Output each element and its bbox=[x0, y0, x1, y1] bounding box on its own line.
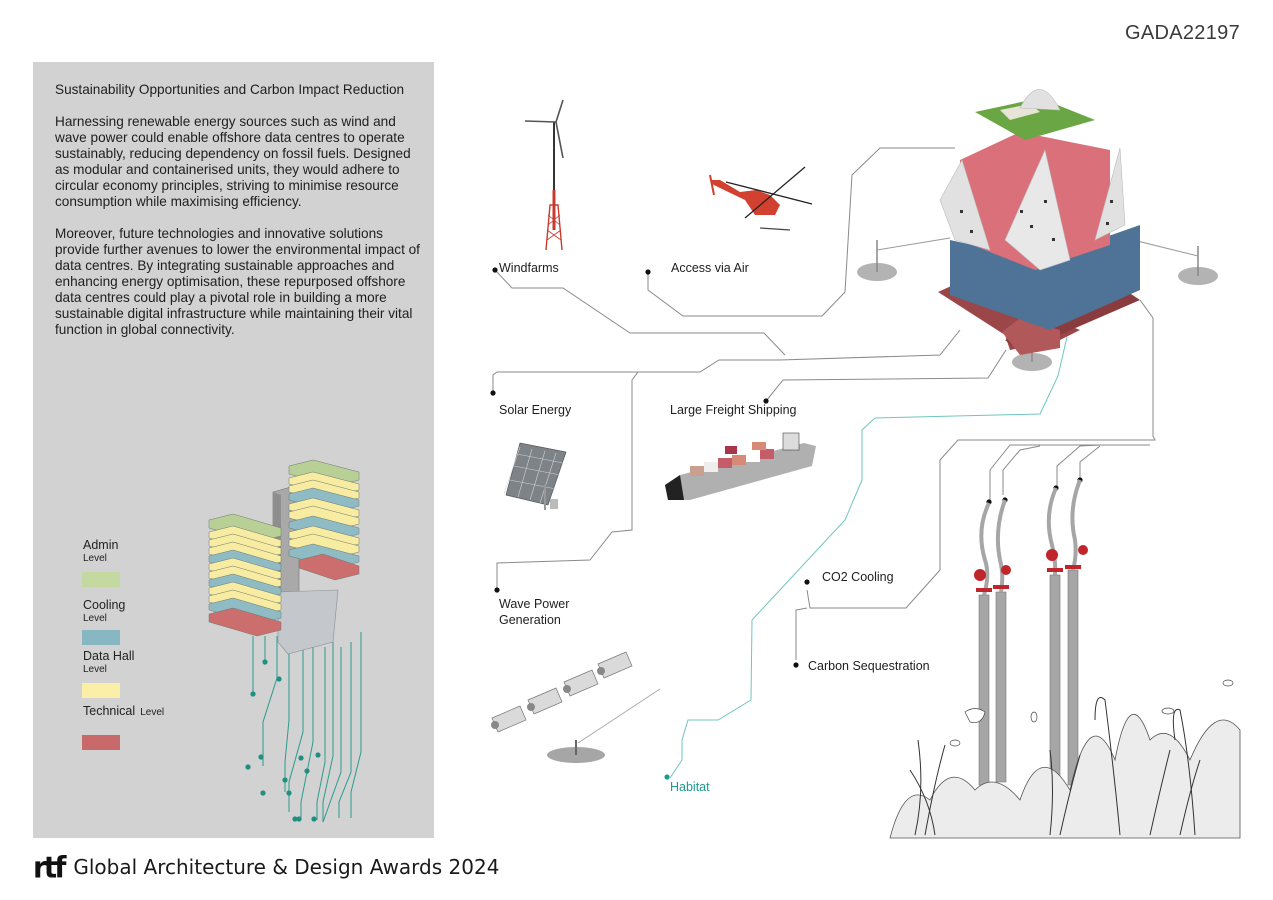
cable-node bbox=[315, 752, 321, 758]
cable-node bbox=[276, 676, 282, 682]
connector-co2 bbox=[806, 299, 1156, 609]
legend-label: Cooling bbox=[83, 598, 126, 612]
cable-node bbox=[260, 790, 266, 796]
connector-solar bbox=[492, 329, 961, 393]
base-machinery bbox=[277, 589, 339, 655]
wave-generator-icon bbox=[491, 651, 661, 763]
legend-label: Technical bbox=[83, 704, 136, 718]
connector-pipe1 bbox=[989, 444, 1150, 502]
connector-wave bbox=[496, 371, 639, 590]
cable-node bbox=[245, 764, 251, 770]
cable-node bbox=[250, 691, 256, 697]
connector-windfarms bbox=[494, 269, 786, 356]
panel-text: Sustainability Opportunities and Carbon … bbox=[55, 82, 425, 354]
cable-nodes bbox=[245, 659, 321, 822]
connector-habitat bbox=[669, 336, 1068, 779]
legend-sublabel: Level bbox=[83, 664, 107, 675]
project-code: GADA22197 bbox=[1125, 22, 1240, 44]
cable-lines bbox=[252, 632, 362, 823]
dot-air bbox=[645, 269, 651, 275]
wind-turbine-icon bbox=[524, 99, 564, 251]
callout-windfarms: Windfarms bbox=[499, 261, 559, 275]
legend-swatch-technical bbox=[82, 735, 120, 750]
legend-sublabel: Level bbox=[83, 613, 107, 624]
freight-ship-icon bbox=[665, 432, 816, 500]
legend-sublabel: Level bbox=[140, 707, 165, 718]
dot-freight bbox=[763, 398, 769, 404]
left-module-stack bbox=[208, 513, 282, 637]
callout-freight: Large Freight Shipping bbox=[670, 403, 797, 417]
legend-swatch-cooling bbox=[82, 630, 120, 645]
dot-co2 bbox=[804, 579, 810, 585]
legend-admin: Admin Level bbox=[83, 538, 118, 566]
panel-paragraph-2: Moreover, future technologies and innova… bbox=[55, 226, 420, 337]
connector-freight bbox=[765, 349, 1007, 402]
connector-carbon bbox=[795, 607, 808, 660]
dot-wave bbox=[494, 587, 500, 593]
legend-cooling: Cooling Level bbox=[83, 598, 125, 626]
right-module-stack bbox=[288, 459, 360, 581]
modules-diagram bbox=[208, 459, 362, 823]
dot-solar bbox=[490, 390, 496, 396]
callout-access-air: Access via Air bbox=[671, 261, 749, 275]
dot-windfarms bbox=[492, 267, 498, 273]
cable-node bbox=[262, 659, 268, 665]
connector-pipe2 bbox=[1002, 445, 1041, 495]
cable-node bbox=[282, 777, 288, 783]
legend-label: Admin bbox=[83, 538, 119, 552]
sequestration-pipes-icon bbox=[974, 479, 1088, 786]
cable-node bbox=[311, 816, 317, 822]
callout-wave: Wave Power Generation bbox=[499, 596, 569, 628]
seabed-habitat-icon bbox=[889, 679, 1241, 839]
panel-title: Sustainability Opportunities and Carbon … bbox=[55, 82, 405, 97]
footer-award-title: Global Architecture & Design Awards 2024 bbox=[73, 855, 500, 879]
callout-wave-line2: Generation bbox=[499, 613, 561, 627]
cable-node bbox=[296, 816, 302, 822]
connector-pipe3 bbox=[1056, 444, 1101, 488]
legend-swatch-admin bbox=[82, 572, 120, 587]
dot-carbon bbox=[793, 662, 799, 668]
connector-pipe4 bbox=[1079, 445, 1101, 480]
cable-node bbox=[258, 754, 264, 760]
callout-co2: CO2 Cooling bbox=[822, 570, 894, 584]
dot-habitat bbox=[664, 774, 670, 780]
callout-wave-line1: Wave Power bbox=[499, 597, 570, 611]
callout-habitat: Habitat bbox=[670, 780, 710, 794]
connector-lines bbox=[492, 147, 1156, 660]
legend-sublabel: Level bbox=[83, 553, 107, 564]
cable-node bbox=[304, 768, 310, 774]
legend-label: Data Hall bbox=[83, 649, 135, 663]
legend-datahall: Data Hall Level bbox=[83, 649, 134, 677]
callout-carbon: Carbon Sequestration bbox=[808, 659, 930, 673]
rtf-logo: rtf bbox=[33, 849, 66, 885]
solar-panel-icon bbox=[503, 442, 567, 510]
legend-swatch-datahall bbox=[82, 683, 120, 698]
helicopter-icon bbox=[709, 166, 813, 231]
panel-paragraph-1: Harnessing renewable energy sources such… bbox=[55, 114, 411, 209]
cable-node bbox=[286, 790, 292, 796]
cable-node bbox=[292, 816, 298, 822]
legend-technical: Technical Level bbox=[83, 700, 164, 720]
footer: rtf Global Architecture & Design Awards … bbox=[33, 849, 500, 885]
callout-dots bbox=[490, 267, 1083, 668]
callout-solar: Solar Energy bbox=[499, 403, 572, 417]
info-panel: Sustainability Opportunities and Carbon … bbox=[33, 62, 434, 838]
connector-air bbox=[647, 147, 955, 317]
offshore-platform-icon bbox=[857, 89, 1218, 371]
cable-node bbox=[298, 755, 304, 761]
